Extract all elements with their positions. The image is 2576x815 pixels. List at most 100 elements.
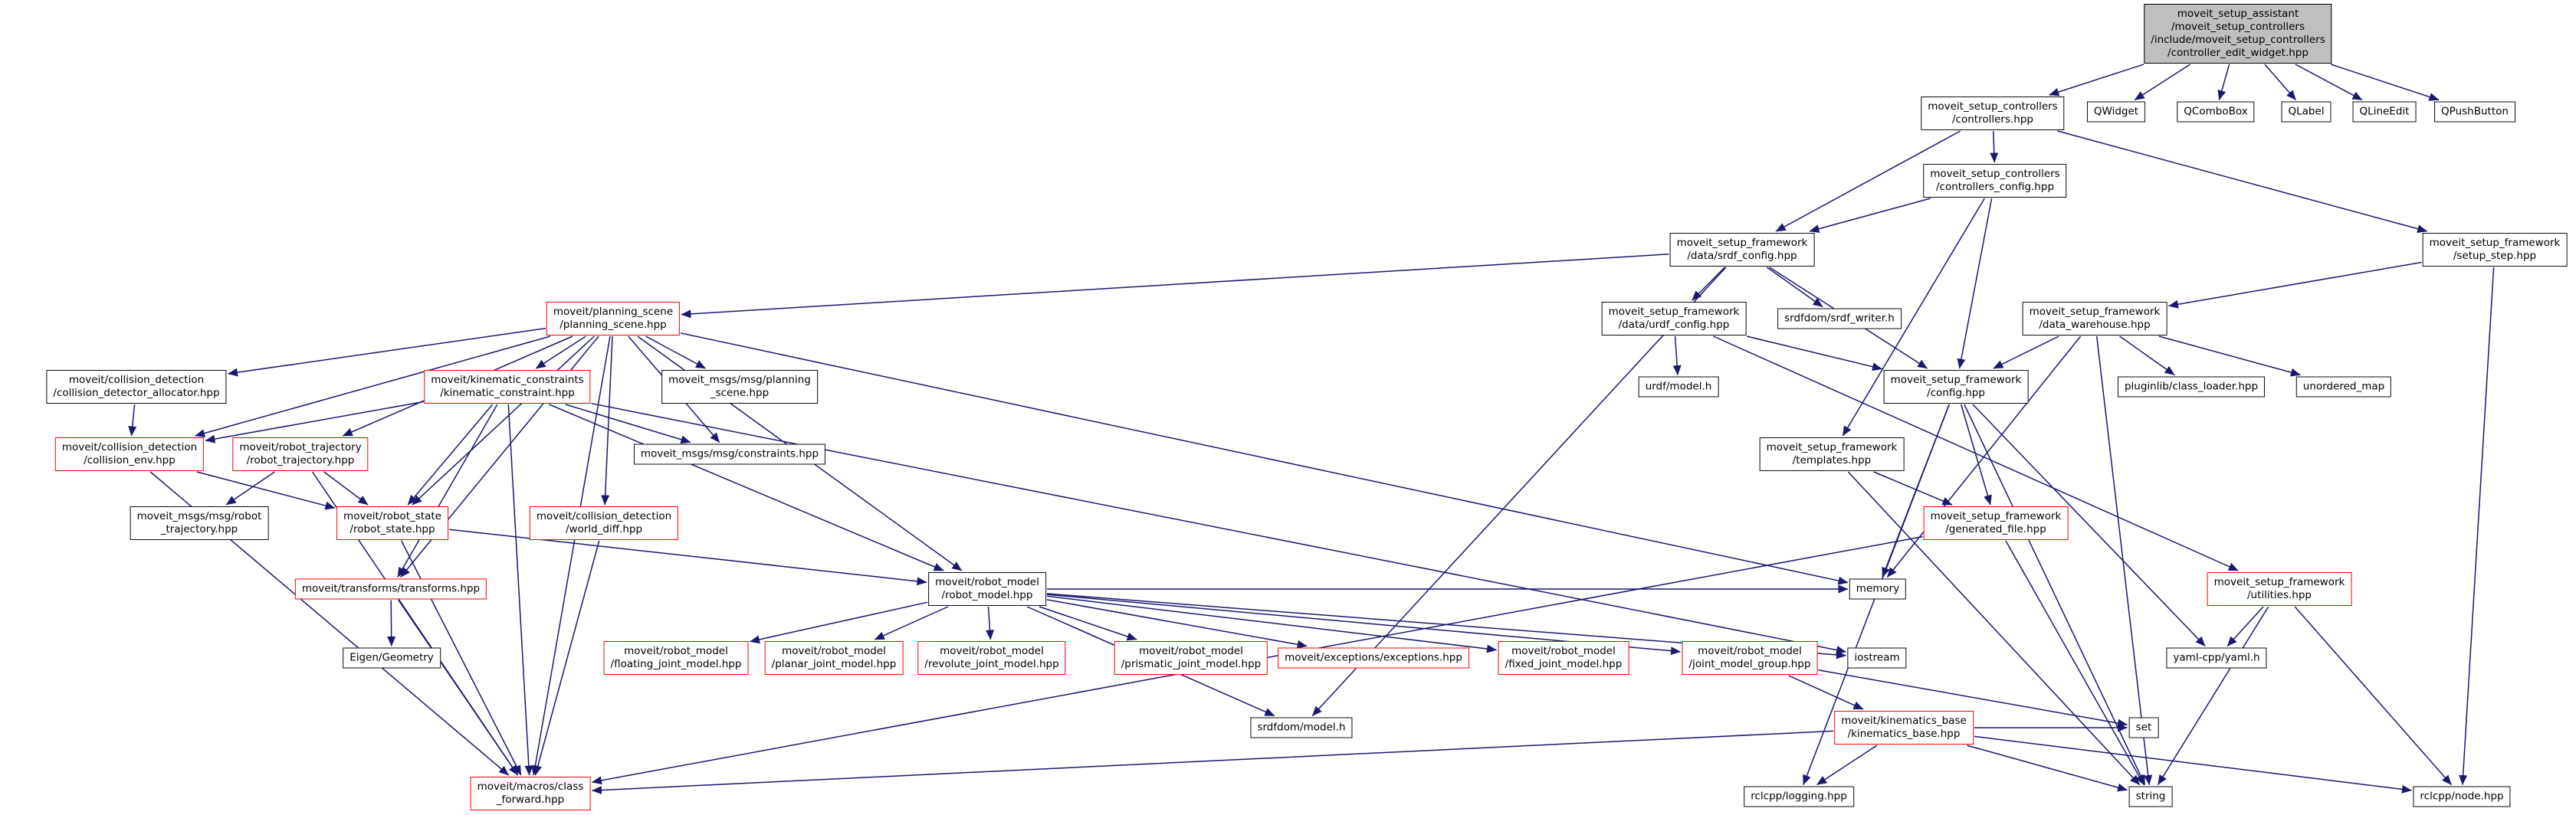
node-world_diff[interactable]: moveit/collision_detection /world_diff.h… [529,506,679,540]
node-robot_traj[interactable]: moveit/robot_trajectory /robot_trajector… [232,437,369,471]
node-floating[interactable]: moveit/robot_model /floating_joint_model… [603,641,749,675]
edge-planning_scene-to-class_forward [530,335,611,776]
edge-main-to-qlabel [2264,64,2297,100]
edge-controllers-to-setup_step [2057,130,2428,234]
edge-kc-to-transforms [397,404,498,578]
node-eigen: Eigen/Geometry [343,647,441,669]
edge-controllers_config-to-config [1957,198,1993,369]
edge-templates-to-generated_file [1873,471,1953,506]
node-ps_msg: moveit_msgs/msg/planning _scene.hpp [661,370,818,404]
edge-data_warehouse-to-class_loader [2119,335,2175,376]
edge-planning_scene-to-world_diff [601,335,613,506]
edge-srdf_config-to-planning_scene [681,254,1669,319]
edge-controllers_config-to-srdf_config [1809,198,1931,234]
node-qpushbutton: QPushButton [2434,101,2515,123]
edge-planning_scene-to-ps_msg [645,335,706,369]
node-collision_env[interactable]: moveit/collision_detection /collision_en… [54,437,205,471]
edge-srdf_config-to-srdfdom_model [1311,267,1727,717]
node-cda[interactable]: moveit/collision_detection /collision_de… [46,370,227,404]
node-srdfdom_model: srdfdom/model.h [1250,717,1353,738]
node-planar[interactable]: moveit/robot_model /planar_joint_model.h… [764,641,904,675]
edge-config-to-string [1964,404,2146,785]
node-transforms[interactable]: moveit/transforms/transforms.hpp [294,578,487,600]
edge-setup_step-to-rclcpp_node [2459,267,2495,785]
node-qlineedit: QLineEdit [2352,101,2417,123]
edge-planning_scene-to-collision_env [195,335,551,437]
node-class_loader: pluginlib/class_loader.hpp [2117,376,2266,398]
edge-kc-to-robot_state [407,404,494,506]
edge-robot_model-to-prismatic [1039,606,1137,641]
edge-kc-to-robot_model [549,404,944,571]
edge-controllers-to-srdf_config [1775,130,1961,232]
node-rclcpp_node: rclcpp/node.hpp [2413,786,2511,807]
edge-collision_env-to-robot_state [196,471,336,510]
node-unordered_map: unordered_map [2295,376,2392,398]
edge-main-to-qwidget [2134,64,2191,101]
edge-utilities-to-string [2157,606,2269,785]
edge-srdf_config-to-urdf_config [1692,267,1725,301]
edge-generated_file-to-string [2005,540,2144,785]
node-srdf_writer: srdfdom/srdf_writer.h [1777,308,1902,329]
edge-utilities-to-yaml [2227,606,2264,647]
edge-robot_model-to-exceptions [1046,599,1308,649]
edge-jmg-to-kb [1788,675,1864,710]
node-srdf_config[interactable]: moveit_setup_framework /data/srdf_config… [1669,233,1815,267]
node-config[interactable]: moveit_setup_framework /config.hpp [1883,370,2029,404]
node-utilities[interactable]: moveit_setup_framework /utilities.hpp [2207,572,2352,606]
edge-setup_step-to-data_warehouse [2168,261,2422,309]
node-controllers[interactable]: moveit_setup_controllers /controllers.hp… [1921,97,2065,130]
edge-kc-to-collision_env [205,401,424,444]
edge-config-to-generated_file [1960,404,1992,506]
edge-kc-to-class_forward [507,404,533,776]
edge-urdf_config-to-config [1746,335,1882,371]
node-kc[interactable]: moveit/kinematic_constraints /kinematic_… [424,370,591,404]
edge-main-to-qlineedit [2295,64,2363,101]
edge-main-to-controllers [2049,64,2144,97]
edge-kb-to-logging [1816,745,1878,786]
edge-world_diff-to-class_forward [533,540,600,776]
node-generated_file[interactable]: moveit_setup_framework /generated_file.h… [1923,506,2069,540]
edge-kb-to-string [1967,745,2128,792]
edge-data_warehouse-to-config [1993,335,2059,369]
node-jmg[interactable]: moveit/robot_model /joint_model_group.hp… [1682,641,1818,675]
edge-data_warehouse-to-unordered_map [2158,335,2301,377]
edge-templates-to-string [1847,471,2141,786]
edge-jmg-to-set [1818,669,2128,728]
edge-robot_state-to-robot_model [448,529,927,586]
node-revolute[interactable]: moveit/robot_model /revolute_joint_model… [917,641,1066,675]
edge-srdf_config-to-srdf_writer [1767,267,1823,308]
node-setup_step[interactable]: moveit_setup_framework /setup_step.hpp [2422,233,2568,267]
edge-main-to-qcombobox [2217,64,2230,100]
edge-cda-to-collision_env [128,404,137,437]
node-main: moveit_setup_assistant /moveit_setup_con… [2144,4,2332,64]
node-exceptions[interactable]: moveit/exceptions/exceptions.hpp [1278,647,1469,669]
node-logging: rclcpp/logging.hpp [1744,786,1854,807]
edge-planning_scene-to-robot_state [412,335,595,506]
node-templates[interactable]: moveit_setup_framework /templates.hpp [1759,437,1905,471]
node-yaml: yaml-cpp/yaml.h [2166,647,2267,669]
node-robot_model[interactable]: moveit/robot_model /robot_model.hpp [928,572,1046,606]
node-rt_msg: moveit_msgs/msg/robot _trajectory.hpp [130,506,269,540]
edge-planning_scene-to-cda [228,327,546,377]
node-fixed[interactable]: moveit/robot_model /fixed_joint_model.hp… [1498,641,1629,675]
node-controllers_config[interactable]: moveit_setup_controllers /controllers_co… [1923,164,2067,198]
edge-planning_scene-to-kc [535,335,586,369]
node-iostream: iostream [1847,647,1907,669]
node-kb[interactable]: moveit/kinematics_base /kinematics_base.… [1834,711,1974,745]
edge-urdf_config-to-urdf_model [1672,335,1682,375]
node-prismatic[interactable]: moveit/robot_model /prismatic_joint_mode… [1114,641,1268,675]
edge-kb-to-rclcpp_node [1974,735,2412,794]
node-set: set [2128,717,2159,738]
node-qcombobox: QComboBox [2177,101,2255,123]
node-robot_state[interactable]: moveit/robot_state /robot_state.hpp [336,506,448,540]
node-planning_scene[interactable]: moveit/planning_scene /planning_scene.hp… [546,302,681,335]
edge-transforms-to-class_forward [398,600,519,776]
edge-config-to-yaml [1972,404,2206,647]
edge-transforms-to-eigen [387,600,396,646]
edge-kc-to-iostream [591,402,1846,654]
node-data_warehouse[interactable]: moveit_setup_framework /data_warehouse.h… [2022,302,2167,335]
edge-kc-to-constraints_msg [565,404,691,444]
node-urdf_config[interactable]: moveit_setup_framework /data/urdf_config… [1601,302,1747,335]
node-class_forward[interactable]: moveit/macros/class _forward.hpp [470,777,591,810]
